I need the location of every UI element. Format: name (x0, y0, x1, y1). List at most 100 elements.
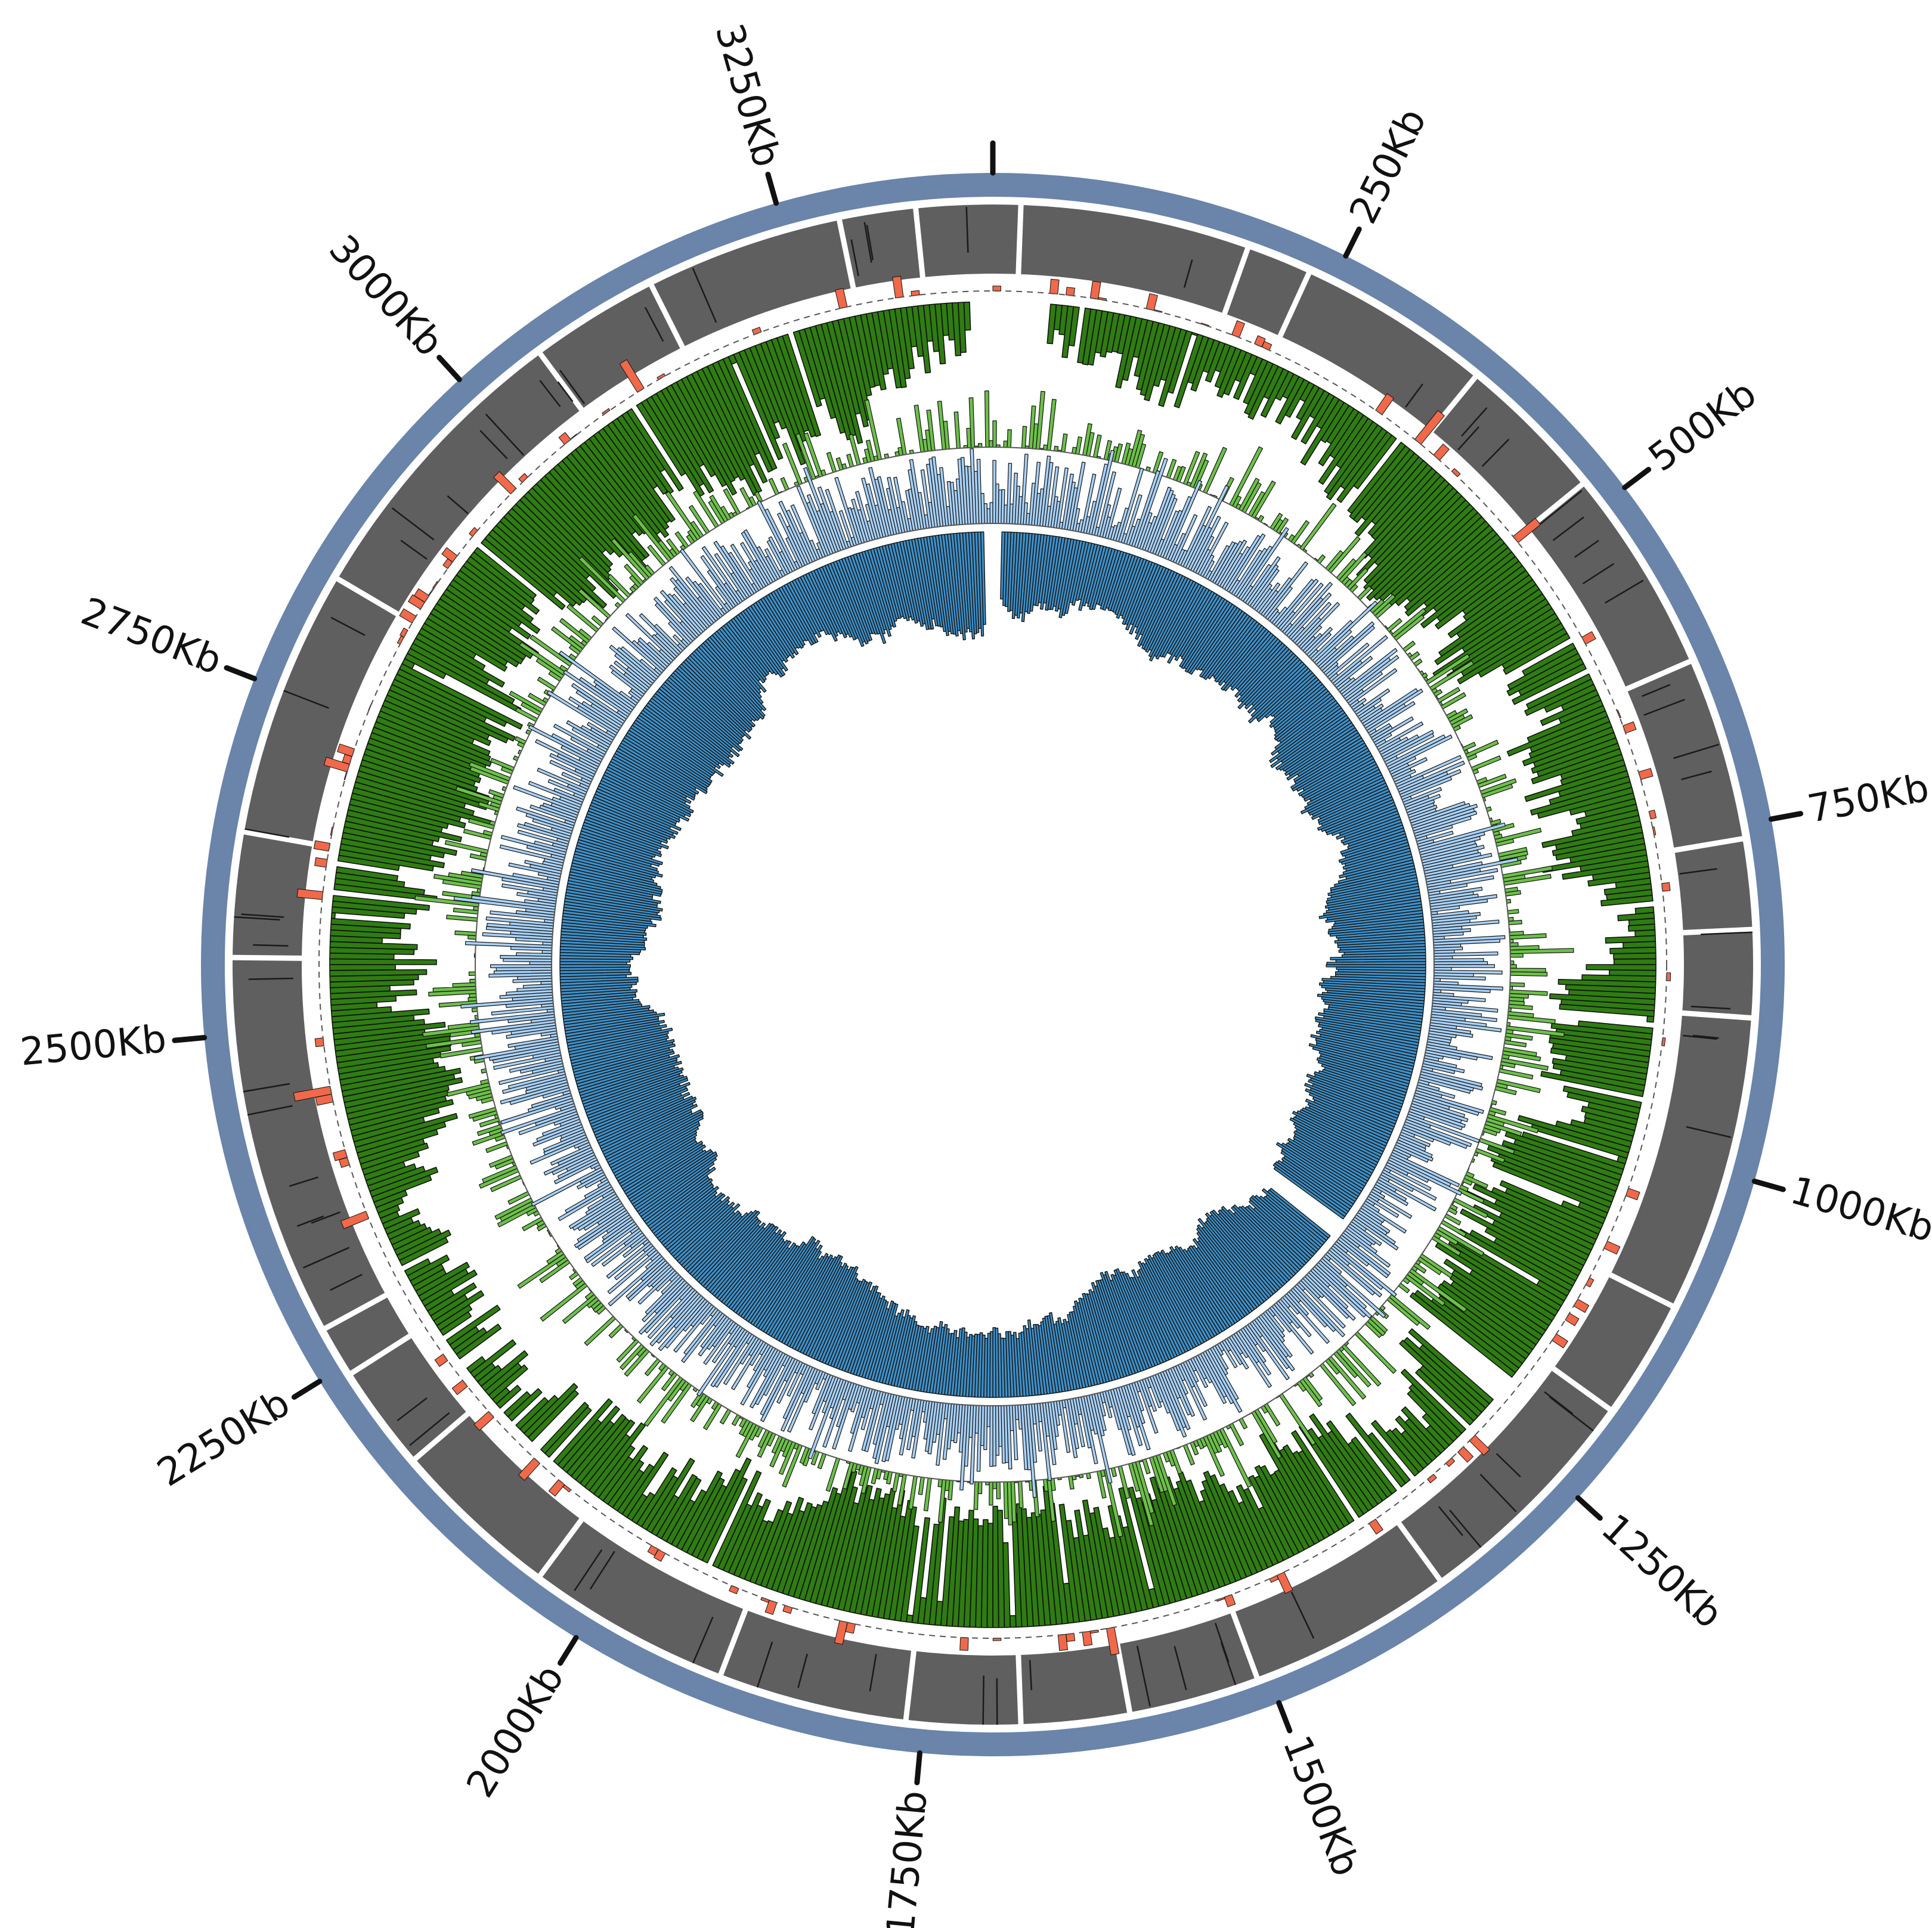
contig-feature (982, 1675, 984, 1725)
contig-feature (1701, 931, 1753, 935)
contig-feature (391, 507, 435, 541)
contig-feature (644, 306, 664, 342)
coverage-secondary-track (414, 390, 1574, 1538)
contig-break (1623, 658, 1693, 693)
contig-break (1395, 1520, 1444, 1583)
contig-feature (296, 1215, 324, 1227)
contig-break (903, 1648, 917, 1723)
contig-feature (1481, 438, 1510, 467)
contig-band (233, 204, 1753, 1725)
contig-feature (757, 1641, 773, 1688)
contig-feature (330, 616, 366, 636)
contig-feature (1549, 1396, 1594, 1432)
contig-feature (1605, 579, 1644, 604)
contig-feature (869, 1654, 877, 1692)
contig-break (411, 1410, 472, 1462)
contig-break (334, 575, 401, 618)
contig-feature (1544, 1391, 1574, 1415)
contig-break (1671, 835, 1746, 854)
contig-feature (557, 381, 574, 402)
contig-feature (1683, 1034, 1717, 1040)
contig-feature (248, 977, 293, 980)
contig-ring (230, 202, 1755, 1727)
contig-break (230, 954, 305, 961)
contig-break (1277, 269, 1312, 340)
contig-feature (965, 207, 969, 253)
contig-feature (253, 944, 289, 947)
tick-mark (914, 1750, 922, 1786)
contig-break (1230, 1609, 1261, 1681)
contig-feature (1531, 490, 1583, 532)
tick-mark (765, 172, 779, 206)
contig-feature (1552, 516, 1584, 541)
variant-peaks-track (293, 275, 1671, 1656)
depth-dark-bars (559, 531, 1426, 1398)
contig-feature (1290, 1591, 1315, 1639)
contig-feature (1496, 1453, 1521, 1478)
contig-break (321, 1291, 389, 1332)
contig-feature (289, 1176, 319, 1187)
contig-break (1015, 202, 1024, 277)
contig-feature (1673, 743, 1719, 760)
tick-mark (291, 1378, 323, 1400)
contig-break (537, 1516, 586, 1579)
contig-feature (1174, 1645, 1187, 1691)
contig-feature (244, 828, 290, 838)
contig-break (241, 829, 315, 847)
contig-feature (241, 913, 284, 918)
contig-break (1114, 1641, 1133, 1715)
contig-feature (574, 1549, 603, 1591)
contig-feature (311, 1211, 340, 1224)
tick-mark (172, 1035, 208, 1043)
contig-feature (1574, 540, 1599, 558)
contig-break (1550, 1365, 1614, 1413)
contig-feature (559, 370, 585, 404)
contig-feature (1457, 426, 1480, 451)
backbone-ring (201, 173, 1785, 1756)
contig-feature (1582, 563, 1615, 585)
backbone-circle (201, 173, 1785, 1756)
contig-break (648, 282, 686, 351)
contig-break (912, 206, 926, 280)
contig-feature (302, 1247, 350, 1269)
contig-break (537, 350, 586, 413)
contig-feature (1690, 1005, 1730, 1010)
contig-feature (479, 430, 508, 460)
contig-feature (692, 267, 717, 323)
contig-feature (400, 540, 428, 560)
contig-feature (397, 1397, 428, 1421)
contig-break (348, 1332, 414, 1377)
contig-feature (692, 1616, 714, 1664)
contig-feature (1686, 1126, 1731, 1138)
contig-feature (797, 1653, 808, 1688)
contig-feature (1136, 1645, 1151, 1707)
contig-feature (485, 413, 525, 456)
coverage-secondary-bars (414, 390, 1574, 1538)
contig-feature (247, 1105, 293, 1116)
contig-break (1679, 1010, 1754, 1021)
contig-feature (1405, 383, 1423, 408)
contig-feature (866, 225, 874, 261)
coverage-primary-bars (329, 301, 1657, 1628)
depth-light-track (453, 448, 1518, 1498)
contig-feature (850, 239, 859, 277)
contig-feature (243, 1083, 290, 1093)
contig-feature (447, 495, 469, 514)
contig-feature (1679, 868, 1717, 875)
tick-mark (1622, 467, 1652, 491)
tick-mark (1768, 811, 1804, 822)
contig-feature (1461, 407, 1488, 437)
contig-feature (589, 1551, 615, 1590)
contig-feature (539, 380, 561, 407)
contig-feature (1183, 259, 1193, 288)
contig-break (717, 1606, 749, 1678)
contig-feature (1642, 684, 1671, 698)
variant-peaks-baseline (318, 290, 1667, 1639)
contig-feature (330, 1273, 363, 1291)
tick-mark (1343, 226, 1362, 259)
contig-feature (863, 222, 872, 263)
contig-break (1015, 1653, 1024, 1727)
depth-dark-track (559, 531, 1426, 1398)
coverage-primary-track (329, 301, 1657, 1628)
